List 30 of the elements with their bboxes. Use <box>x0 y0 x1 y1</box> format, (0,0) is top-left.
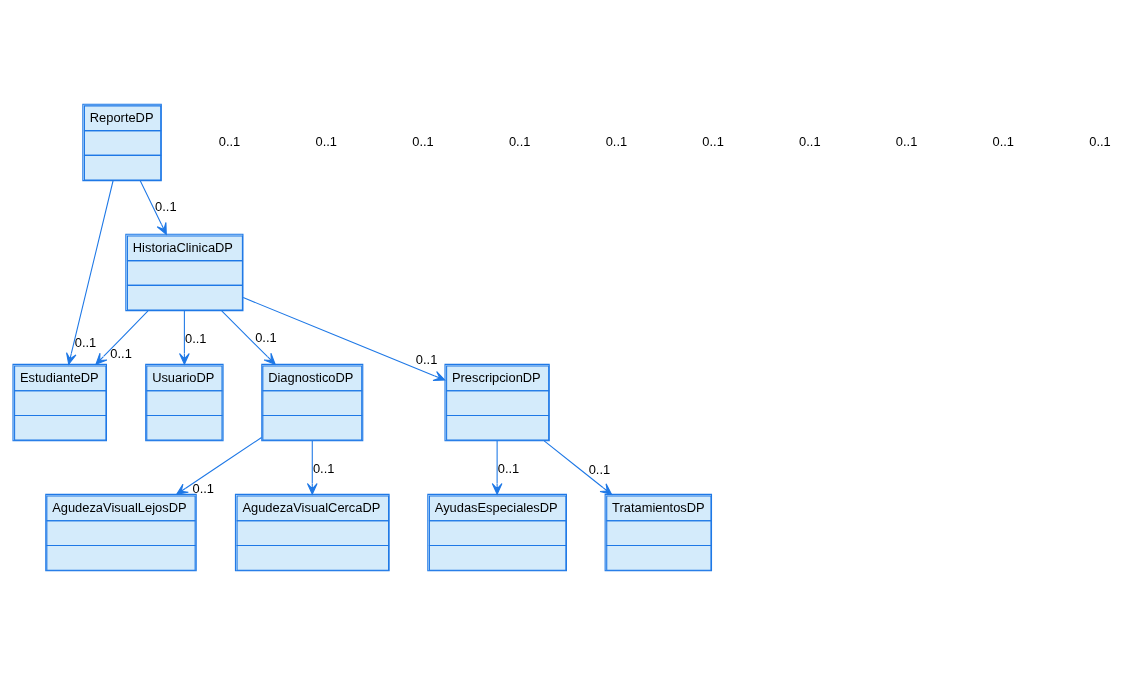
edge-label: 0..1 <box>415 351 438 367</box>
label: 0..1 <box>1089 133 1111 149</box>
label: 0..1 <box>895 133 918 149</box>
edge-label: 0..1 <box>497 460 520 476</box>
arrow <box>179 309 190 365</box>
edge-label: 0..1 <box>110 345 132 361</box>
edge-label: 0..1 <box>155 198 177 214</box>
label: 0..1 <box>315 133 337 149</box>
label: 0..1 <box>702 133 724 149</box>
label: 0..1 <box>412 133 434 149</box>
edge-label: 0..1 <box>185 330 207 346</box>
edge-label: 0..1 <box>255 329 277 345</box>
arrow <box>491 439 503 495</box>
label: 0..1 <box>992 133 1015 149</box>
edge-label: 0..1 <box>312 460 335 476</box>
label: 0..1 <box>799 133 821 149</box>
arrow <box>139 179 167 235</box>
edge-label: 0..1 <box>192 480 214 496</box>
label: 0..1 <box>508 133 531 149</box>
edge-label: 0..1 <box>74 334 97 350</box>
arrow <box>242 296 446 381</box>
edge-label: 0..1 <box>588 461 611 477</box>
label: 0..1 <box>605 133 628 149</box>
arrow <box>176 436 263 495</box>
arrow <box>221 309 276 365</box>
arrow <box>66 179 114 365</box>
arrow <box>306 439 318 495</box>
arrow <box>95 309 149 365</box>
label: 0..1 <box>218 133 241 149</box>
arrow <box>543 439 612 495</box>
